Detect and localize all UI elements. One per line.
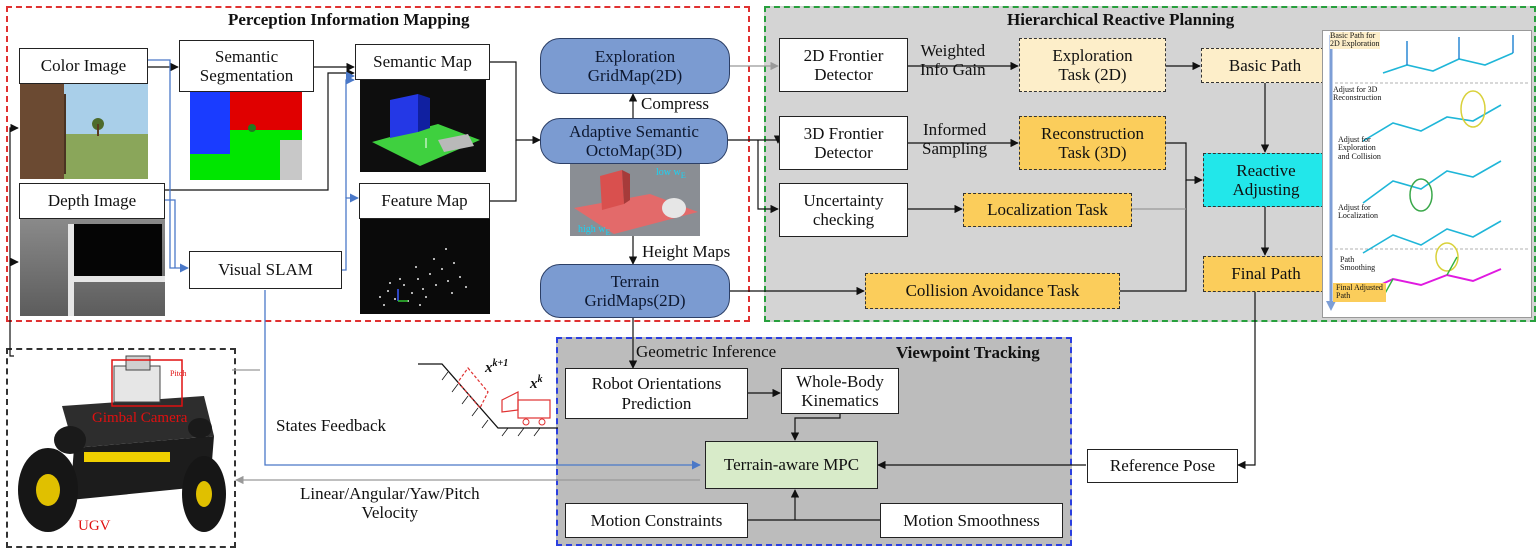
octomap-low-annotation: low wE [656,167,686,180]
weighted-info-gain-label: Weighted Info Gain [920,41,986,79]
wire-depth-slam [165,199,176,268]
wire-slam-feat [342,193,359,271]
informed-sampling-label: Informed Sampling [922,120,988,158]
terrain-aware-mpc-node: Terrain-aware MPC [705,441,878,489]
reactive-adjusting-node: Reactive Adjusting [1203,153,1329,207]
wire-slam-mpc [264,290,701,470]
planning-title: Hierarchical Reactive Planning [1007,10,1235,29]
slope-x-next-label: xk+1 [485,358,509,376]
color-image-node: Color Image [19,48,148,84]
geometric-inference-label: Geometric Inference [636,342,777,361]
velocity-label: Linear/Angular/Yaw/Pitch Velocity [300,484,480,522]
frontier-3d-node: 3D Frontier Detector [779,116,908,170]
path-step-2: Adjust for 3D Reconstruction [1333,85,1382,103]
octomap-thumbnail [570,164,700,236]
semantic-map-node: Semantic Map [355,44,490,80]
gimbal-camera-label: Gimbal Camera [92,410,188,426]
frontier-2d-node: 2D Frontier Detector [779,38,908,92]
states-feedback-label: States Feedback [276,416,386,435]
pitch-label: Pitch [170,369,187,378]
reference-pose-node: Reference Pose [1087,449,1238,483]
slope-illustration [414,356,558,438]
exploration-gridmap-node: Exploration GridMap(2D) [540,38,730,94]
basic-path-node: Basic Path [1201,48,1329,83]
path-step-3: Adjust for Exploration and Collision [1338,135,1381,161]
wire-recon-reactive [1166,142,1203,185]
wire-semmap-octo [490,61,541,145]
path-step-1: Basic Path for 2D Exploration [1330,31,1380,49]
path-adjust-panel [1322,30,1532,318]
robot-region [6,348,236,548]
semantic-segmentation-thumbnail [190,92,302,180]
depth-image-node: Depth Image [19,183,165,219]
depth-image-thumbnail [20,219,165,316]
motion-constraints-node: Motion Constraints [565,503,748,538]
wire-color-slam [148,59,189,273]
color-image-thumbnail [20,84,148,179]
wire-final-ref [1237,290,1256,470]
path-step-4: Adjust for Localization [1338,203,1378,221]
wire-slam-semmap [345,75,355,198]
wire-feat-octo [490,140,517,202]
localization-task-node: Localization Task [963,193,1132,227]
perception-title: Perception Information Mapping [228,10,470,29]
robot-orientations-node: Robot Orientations Prediction [565,368,748,419]
path-step-5: Path Smoothing [1340,255,1376,273]
final-path-node: Final Path [1203,256,1329,292]
ugv-robot-image [14,352,228,540]
collision-avoidance-task-node: Collision Avoidance Task [865,273,1120,309]
semantic-segmentation-node: Semantic Segmentation [179,40,314,92]
motion-smoothness-node: Motion Smoothness [880,503,1063,538]
uncertainty-node: Uncertainty checking [779,183,908,237]
perception-region [6,6,750,322]
path-final-label: Final Adjusted Path [1333,283,1386,302]
adaptive-octomap-node: Adaptive Semantic OctoMap(3D) [540,118,728,164]
wire-whole-mpc [790,414,841,441]
semantic-map-thumbnail [360,80,486,172]
whole-body-kinematics-node: Whole-Body Kinematics [781,368,899,414]
wire-octo-uncert [757,140,779,214]
height-maps-label: Height Maps [642,242,731,261]
compress-label: Compress [641,94,709,113]
octomap-high-annotation: high wE [578,224,611,237]
wire-depth-semmap [165,68,355,191]
slope-x-now-label: xk [530,374,543,392]
feature-map-node: Feature Map [359,183,490,219]
tracking-title: Viewpoint Tracking [896,343,1040,362]
visual-slam-node: Visual SLAM [189,251,342,289]
wire-collision-reactive [1120,180,1187,292]
ugv-label: UGV [78,518,111,534]
terrain-gridmaps-node: Terrain GridMaps(2D) [540,264,730,318]
wire-octo-3d [728,135,783,144]
reconstruction-task-node: Reconstruction Task (3D) [1019,116,1166,170]
feature-map-thumbnail [360,219,490,314]
exploration-task-node: Exploration Task (2D) [1019,38,1166,92]
